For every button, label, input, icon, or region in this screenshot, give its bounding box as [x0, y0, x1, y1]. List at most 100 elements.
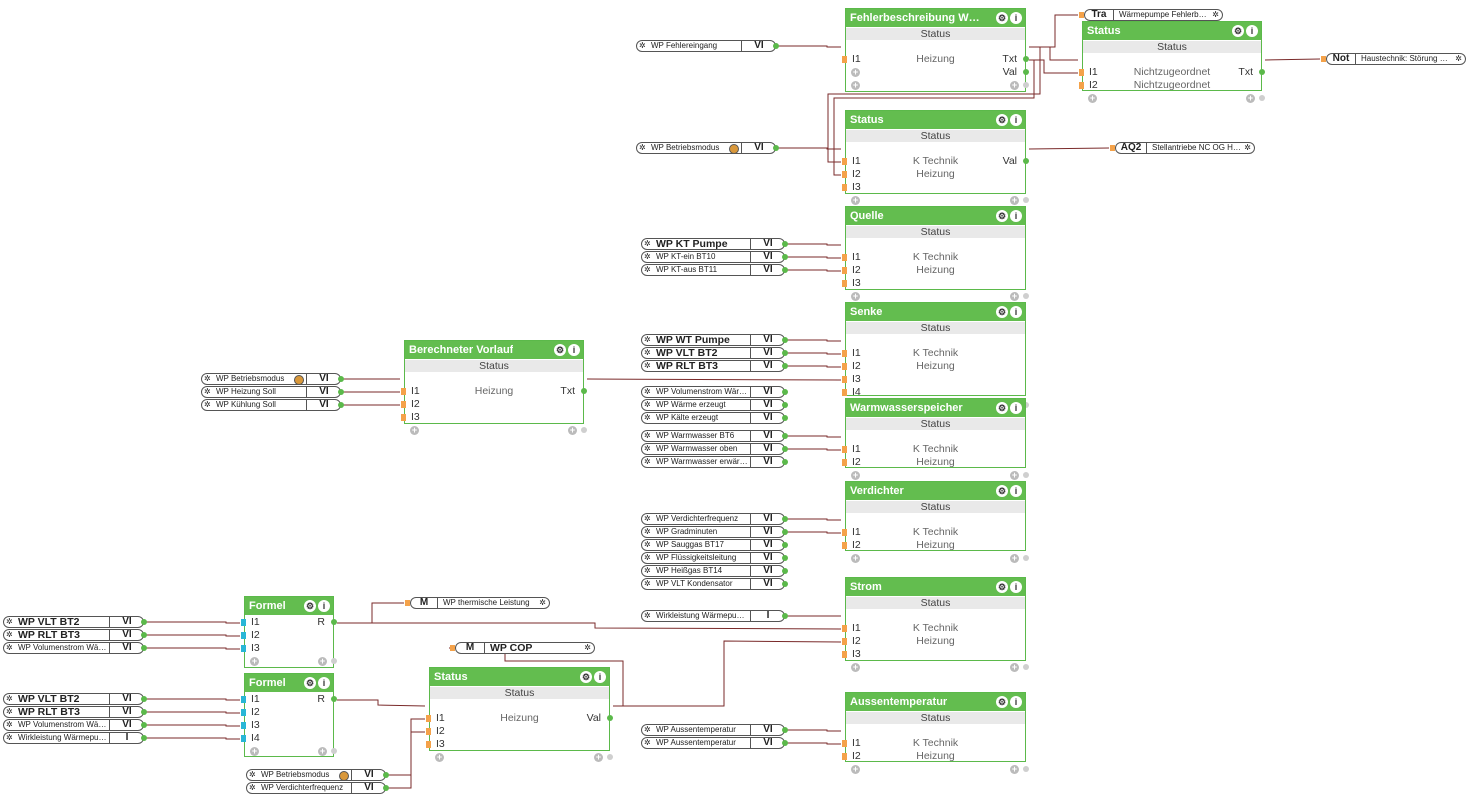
- input-port[interactable]: [241, 735, 246, 742]
- settings-icon[interactable]: ⚙: [304, 600, 316, 612]
- output-port[interactable]: [782, 446, 788, 452]
- input-port[interactable]: [842, 529, 847, 536]
- add-output-icon[interactable]: +: [1010, 764, 1019, 774]
- unused-output-port[interactable]: [1023, 664, 1029, 670]
- input-port[interactable]: [1079, 82, 1084, 89]
- add-output-icon[interactable]: +: [1010, 470, 1019, 480]
- wire[interactable]: [144, 737, 240, 740]
- wire[interactable]: [144, 634, 240, 637]
- gear-icon[interactable]: ✲: [6, 720, 13, 729]
- wire[interactable]: [785, 729, 841, 732]
- wire[interactable]: [144, 724, 240, 727]
- gear-icon[interactable]: ✲: [644, 725, 651, 734]
- output-port[interactable]: [383, 772, 389, 778]
- output-port[interactable]: [141, 632, 147, 638]
- input-port[interactable]: [842, 184, 847, 191]
- wire[interactable]: [785, 448, 841, 451]
- input-port[interactable]: [241, 722, 246, 729]
- unused-output-port[interactable]: [607, 754, 613, 760]
- add-input-icon[interactable]: +: [851, 80, 860, 90]
- gear-icon[interactable]: ✲: [644, 400, 651, 409]
- wire[interactable]: [785, 435, 841, 438]
- gear-icon[interactable]: ✲: [644, 444, 651, 453]
- input-port[interactable]: [842, 625, 847, 632]
- gear-icon[interactable]: ✲: [204, 387, 211, 396]
- output-port[interactable]: [782, 350, 788, 356]
- input-port[interactable]: [842, 280, 847, 287]
- output-port[interactable]: [141, 735, 147, 741]
- output-port[interactable]: [581, 388, 587, 394]
- block-title-bar[interactable]: Formel⚙i: [245, 674, 333, 692]
- output-port[interactable]: [773, 145, 779, 151]
- input-port[interactable]: [842, 651, 847, 658]
- add-input-icon[interactable]: +: [410, 425, 419, 435]
- gear-icon[interactable]: ✲: [644, 527, 651, 536]
- unused-output-port[interactable]: [1023, 82, 1029, 88]
- output-port[interactable]: [338, 376, 344, 382]
- wire[interactable]: [1028, 147, 1110, 150]
- output-port[interactable]: [782, 415, 788, 421]
- wire[interactable]: [1029, 46, 1078, 61]
- block-title-bar[interactable]: Strom⚙i: [846, 578, 1025, 596]
- output-port[interactable]: [607, 715, 613, 721]
- input-port[interactable]: [1079, 69, 1084, 76]
- wire[interactable]: [785, 269, 841, 272]
- add-input-icon[interactable]: +: [851, 291, 860, 301]
- input-port[interactable]: [426, 741, 431, 748]
- gear-icon[interactable]: ✲: [6, 643, 13, 652]
- gear-icon[interactable]: ✲: [644, 514, 651, 523]
- source-s_f2c[interactable]: ✲WP Volumenstrom WärmequelleVI: [3, 719, 147, 731]
- add-input-icon[interactable]: +: [851, 67, 860, 77]
- add-output-icon[interactable]: +: [1010, 80, 1019, 90]
- add-output-icon[interactable]: +: [1010, 291, 1019, 301]
- gear-icon[interactable]: ✲: [1212, 10, 1219, 19]
- settings-icon[interactable]: ⚙: [996, 114, 1008, 126]
- wire[interactable]: [144, 711, 240, 714]
- wire[interactable]: [337, 699, 426, 707]
- unused-output-port[interactable]: [331, 748, 337, 754]
- block-title-bar[interactable]: Status⚙i: [846, 111, 1025, 129]
- settings-icon[interactable]: ⚙: [996, 306, 1008, 318]
- output-port[interactable]: [782, 568, 788, 574]
- wire[interactable]: [776, 147, 841, 150]
- wire[interactable]: [1029, 59, 1078, 74]
- output-port[interactable]: [782, 555, 788, 561]
- output-port[interactable]: [1023, 69, 1029, 75]
- output-port[interactable]: [141, 619, 147, 625]
- wire[interactable]: [776, 45, 841, 48]
- input-port[interactable]: [842, 158, 847, 165]
- info-icon[interactable]: i: [1010, 12, 1022, 24]
- input-port[interactable]: [241, 709, 246, 716]
- add-output-icon[interactable]: +: [318, 746, 327, 756]
- add-input-icon[interactable]: +: [250, 746, 259, 756]
- unused-output-port[interactable]: [1023, 766, 1029, 772]
- wire[interactable]: [785, 256, 841, 259]
- gear-icon[interactable]: ✲: [644, 361, 651, 370]
- block-title-bar[interactable]: Senke⚙i: [846, 303, 1025, 321]
- wire[interactable]: [827, 46, 1041, 163]
- wire[interactable]: [785, 352, 841, 355]
- input-port[interactable]: [842, 376, 847, 383]
- output-port[interactable]: [782, 337, 788, 343]
- block-fehler[interactable]: Fehlerbeschreibung Wärmepumpe⚙iStatusI1H…: [842, 8, 1029, 92]
- add-input-icon[interactable]: +: [851, 553, 860, 563]
- settings-icon[interactable]: ⚙: [996, 696, 1008, 708]
- add-output-icon[interactable]: +: [568, 425, 577, 435]
- gear-icon[interactable]: ✲: [644, 239, 651, 248]
